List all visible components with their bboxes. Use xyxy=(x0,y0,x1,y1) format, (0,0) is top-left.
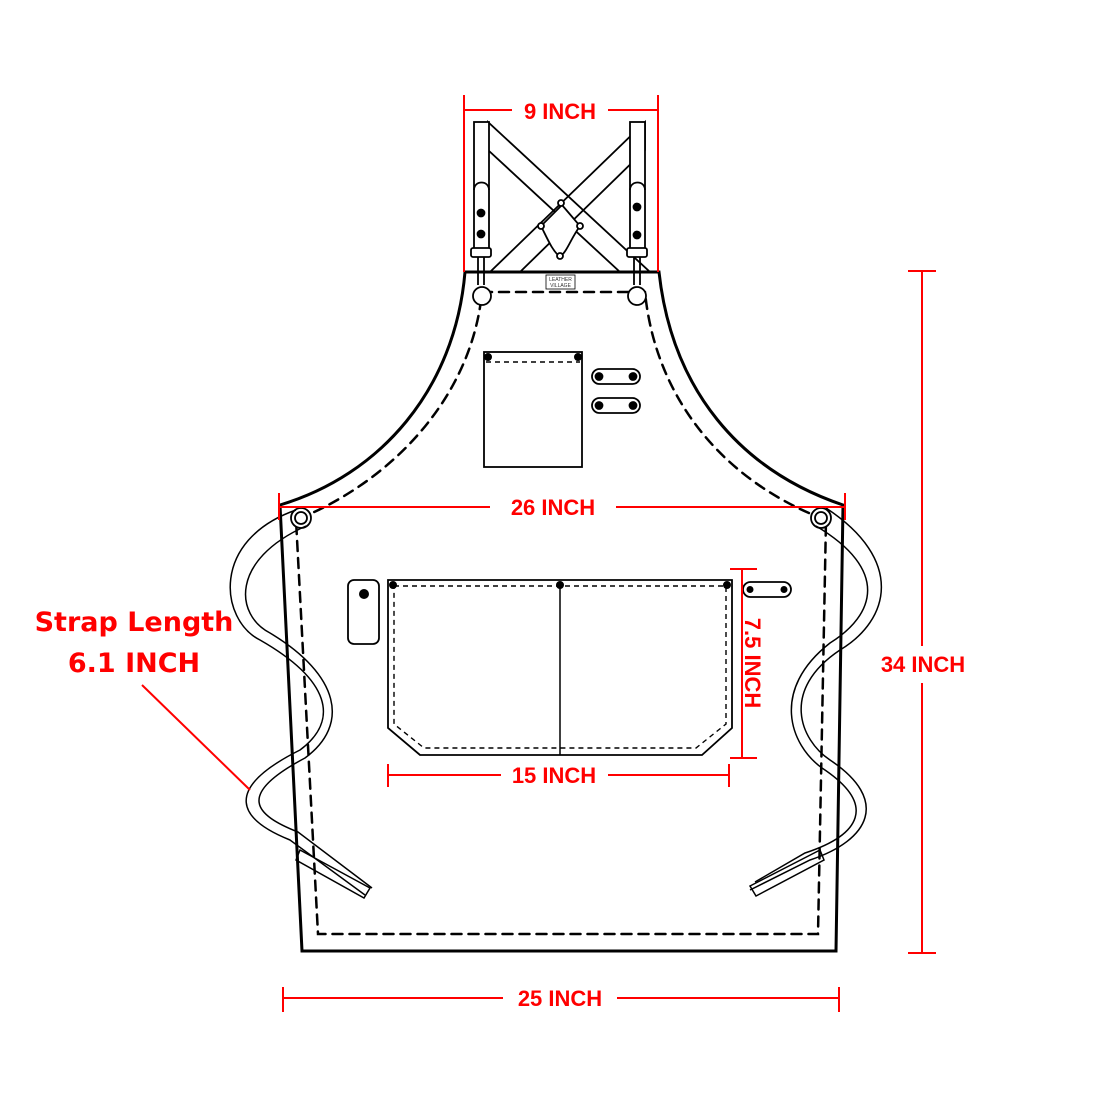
cross-patch xyxy=(539,203,582,259)
front-pocket xyxy=(387,579,733,756)
side-patch xyxy=(347,579,380,645)
brand-label: LEATHER VILLAGE xyxy=(545,274,576,290)
label-chest-width: 26 INCH xyxy=(511,495,595,520)
chest-pocket xyxy=(483,351,583,468)
apron-outline xyxy=(278,270,845,953)
waist-strap-right xyxy=(749,507,882,891)
pen-loops xyxy=(591,368,641,414)
grommet-left xyxy=(472,286,492,306)
waist-strap-left xyxy=(229,509,373,896)
right-loop xyxy=(742,581,792,598)
label-pocket-width: 15 INCH xyxy=(512,763,596,788)
label-bottom-width: 25 INCH xyxy=(518,986,602,1011)
label-strap-length-value: 6.1 INCH xyxy=(68,648,200,679)
brand-label-line-2: VILLAGE xyxy=(550,283,572,289)
label-top-strap-width: 9 INCH xyxy=(524,99,596,124)
neck-straps xyxy=(470,119,653,306)
label-strap-length-title: Strap Length xyxy=(35,607,234,638)
label-total-height: 34 INCH xyxy=(881,652,965,677)
grommet-right xyxy=(627,286,647,306)
label-pocket-height: 7.5 INCH xyxy=(740,618,765,708)
dimension-lines xyxy=(141,95,936,1012)
stitch-line xyxy=(294,290,828,936)
apron-body xyxy=(278,270,845,953)
brand-label-line-1: LEATHER xyxy=(549,277,572,283)
